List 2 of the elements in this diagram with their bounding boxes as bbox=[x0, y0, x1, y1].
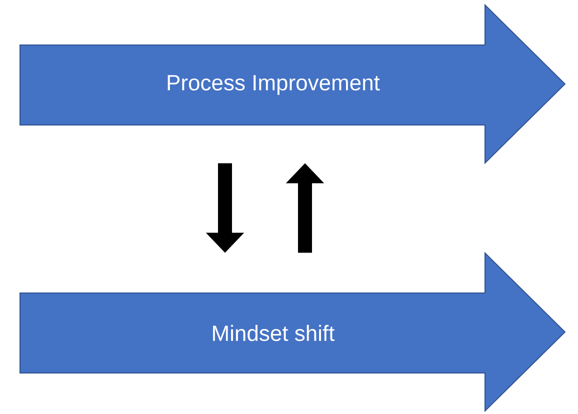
arrow-label: Mindset shift bbox=[213, 324, 335, 342]
arrow-label: Process Improvement bbox=[168, 75, 380, 95]
